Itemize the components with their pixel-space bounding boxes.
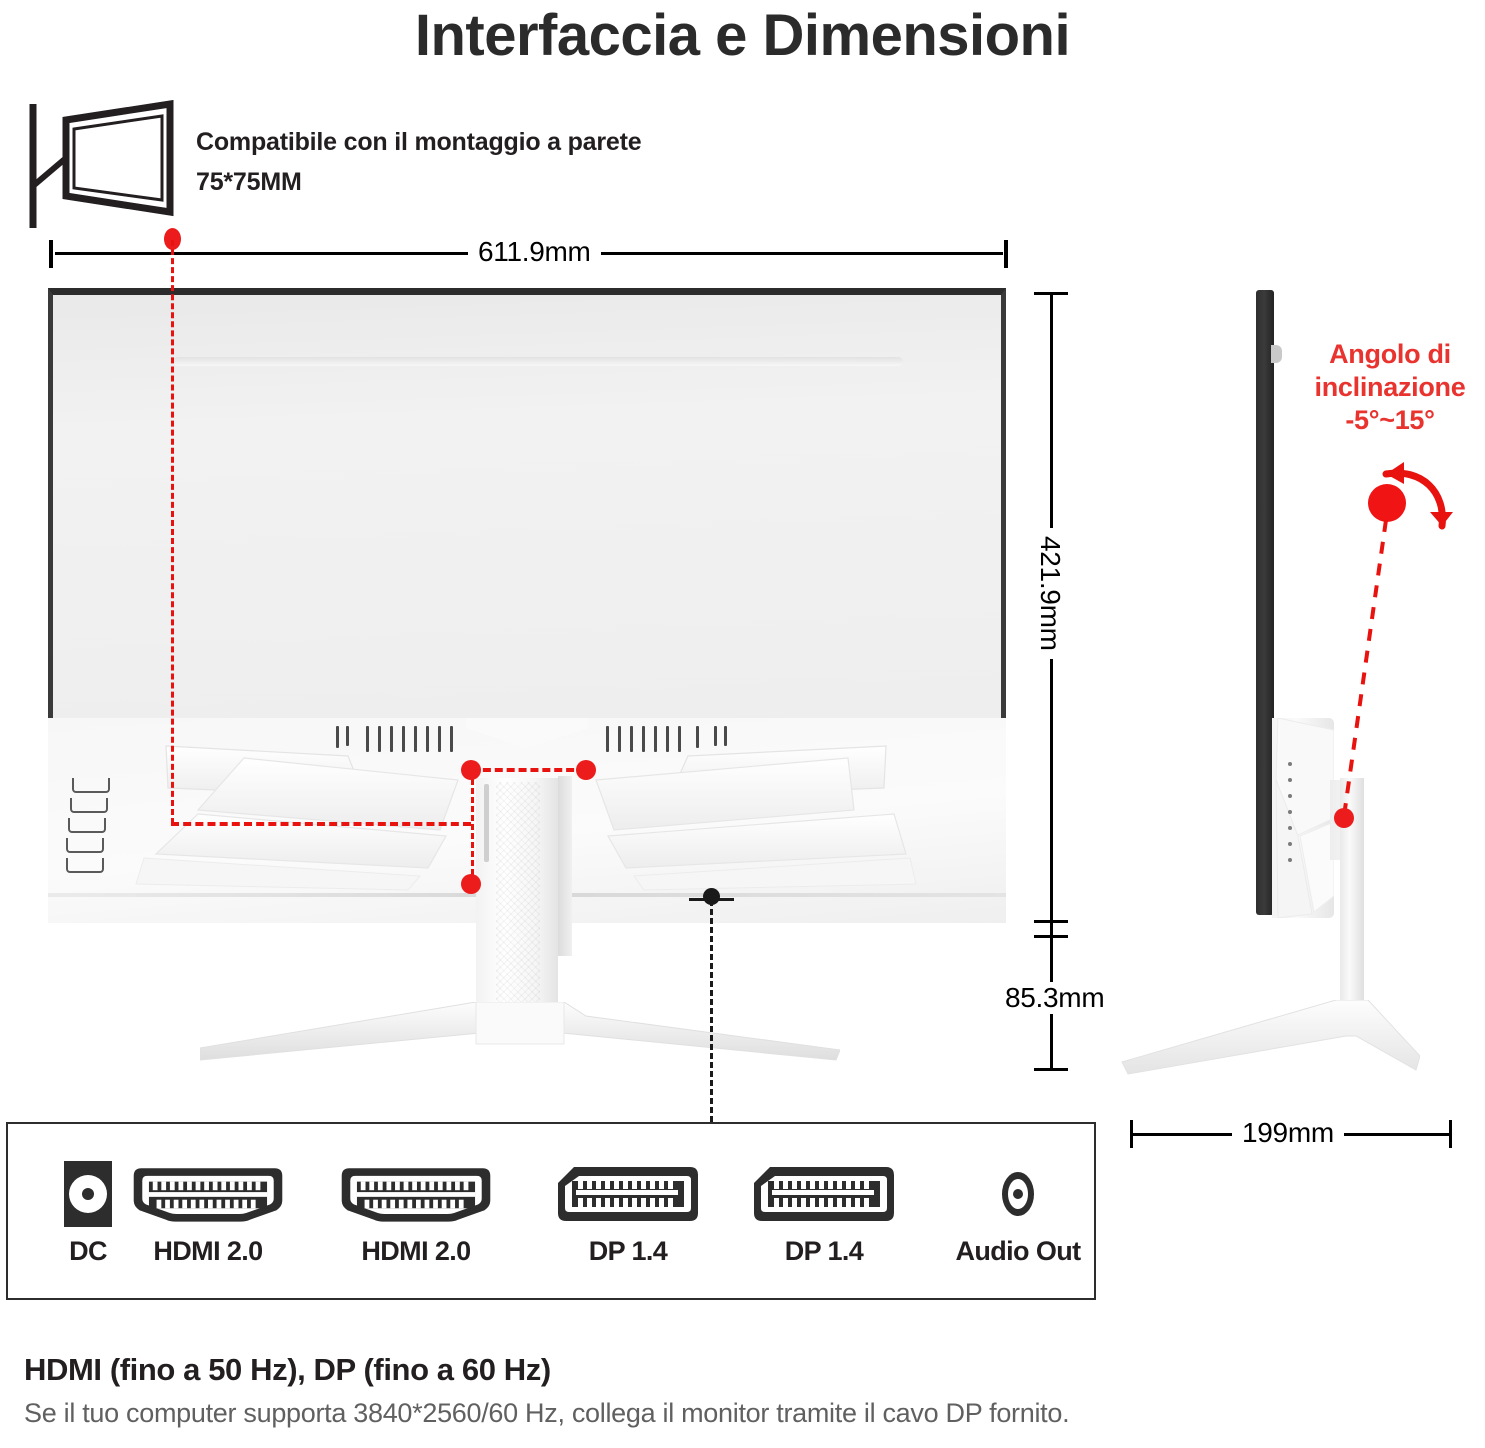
page-title: Interfaccia e Dimensioni xyxy=(414,3,1071,68)
port-dp-2-label: DP 1.4 xyxy=(784,1236,864,1266)
tilt-label-line1: Angolo di xyxy=(1329,339,1451,369)
side-view-stand-base xyxy=(1121,1000,1420,1075)
wall-mount-description: Compatibile con il montaggio a parete 75… xyxy=(196,122,836,202)
width-dimension-label: 611.9mm xyxy=(468,236,601,268)
monitor-fin-pattern xyxy=(135,718,917,891)
tilt-rotation-arrow-icon xyxy=(1382,462,1453,530)
monitor-back-groove xyxy=(173,357,903,366)
port-audio-out-label: Audio Out xyxy=(955,1236,1081,1266)
vesa-hole-bottom-left xyxy=(461,874,481,894)
dim-arrow-right-icon xyxy=(1004,240,1008,268)
footer-subtext: Se il tuo computer supporta 3840*2560/60… xyxy=(24,1398,1070,1428)
vesa-hole-top-right xyxy=(576,760,596,780)
port-dc-label: DC xyxy=(69,1236,107,1266)
port-dp-1[interactable]: DP 1.4 xyxy=(548,1158,708,1267)
port-hdmi-2-label: HDMI 2.0 xyxy=(361,1236,471,1266)
displayport-port-icon xyxy=(744,1158,904,1230)
port-dp-2[interactable]: DP 1.4 xyxy=(744,1158,904,1267)
height-dimension-label: 421.9mm xyxy=(1034,528,1066,659)
tilt-angle-value: -5°~15° xyxy=(1345,405,1435,435)
tilt-pivot-dot xyxy=(1368,484,1406,522)
footer-heading: HDMI (fino a 50 Hz), DP (fino a 60 Hz) xyxy=(24,1352,551,1387)
side-view-bezel xyxy=(1256,290,1274,915)
vesa-square-top xyxy=(471,768,586,772)
wall-mount-icon xyxy=(14,99,194,230)
tilt-label-line2: inclinazione xyxy=(1314,372,1466,402)
monitor-stand-column-side xyxy=(558,776,572,956)
port-dp-1-label: DP 1.4 xyxy=(588,1236,668,1266)
port-hdmi-1-label: HDMI 2.0 xyxy=(153,1236,263,1266)
ports-panel: DC xyxy=(6,1122,1096,1300)
tilt-angle-label: Angolo di inclinazione -5°~15° xyxy=(1300,338,1480,437)
vesa-hole-top-left xyxy=(461,760,481,780)
port-hdmi-2[interactable]: HDMI 2.0 xyxy=(336,1158,496,1267)
vesa-square-left xyxy=(471,770,474,884)
tilt-hinge-dot xyxy=(1334,808,1354,828)
monitor-stand-base xyxy=(200,1002,840,1061)
depth-dimension-label: 199mm xyxy=(1232,1117,1344,1149)
side-view-rear-housing xyxy=(1272,718,1334,918)
port-hdmi-1[interactable]: HDMI 2.0 xyxy=(128,1158,288,1267)
dc-power-port-icon xyxy=(8,1158,168,1230)
monitor-back-panel xyxy=(48,288,1006,723)
audio-jack-port-icon xyxy=(938,1158,1098,1230)
monitor-control-buttons[interactable] xyxy=(66,778,112,878)
hdmi-port-icon xyxy=(128,1158,288,1230)
side-view-sensor-icon xyxy=(1271,345,1282,363)
vesa-anchor-dot xyxy=(164,228,181,250)
monitor-stand-column xyxy=(476,778,558,1023)
vesa-leader-line xyxy=(171,240,174,824)
displayport-port-icon xyxy=(548,1158,708,1230)
stand-height-dimension-label: 85.3mm xyxy=(995,982,1115,1014)
vesa-leader-line-h xyxy=(171,822,471,826)
side-view-control-dots[interactable] xyxy=(1288,762,1293,872)
wall-mount-line2: 75*75MM xyxy=(196,168,302,196)
port-dc[interactable]: DC xyxy=(8,1158,168,1267)
dim-arrow-left-icon xyxy=(49,240,53,268)
tilt-leader-line xyxy=(1342,519,1388,817)
hdmi-port-icon xyxy=(336,1158,496,1230)
port-audio-out[interactable]: Audio Out xyxy=(938,1158,1098,1267)
wall-mount-line1: Compatibile con il montaggio a parete xyxy=(196,128,642,156)
